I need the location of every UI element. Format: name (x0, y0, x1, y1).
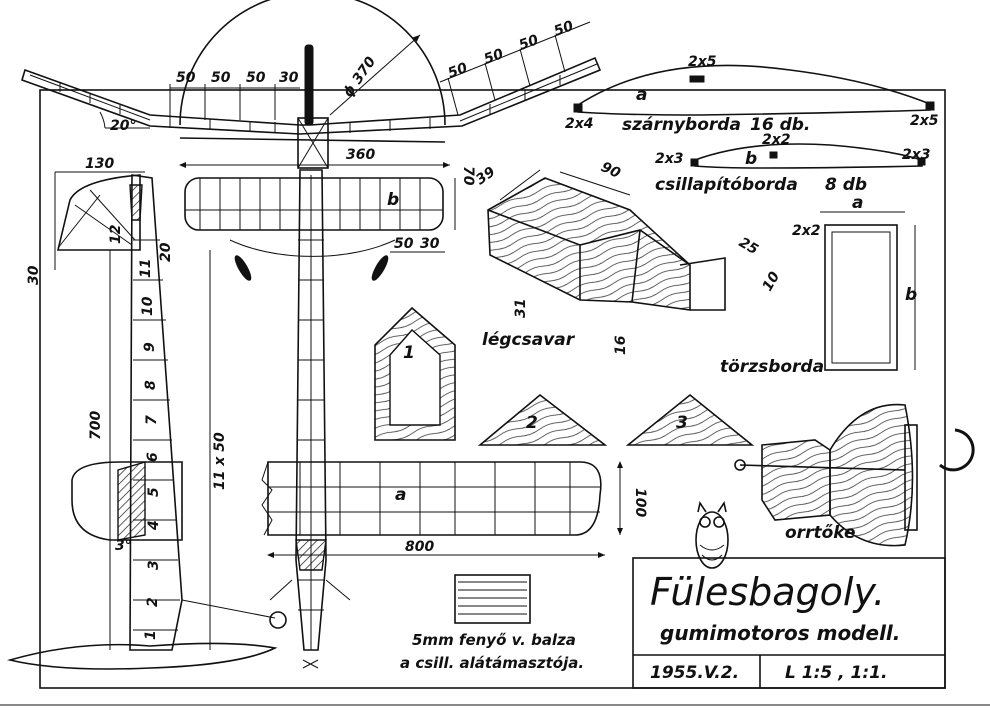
stab-rib-mark: b (745, 149, 757, 169)
frame-strip: 2x2 (792, 223, 821, 239)
stab-span: 360 (346, 147, 375, 163)
fuselage-length: 11 x 50 (212, 432, 228, 490)
frame-b: b (905, 285, 917, 305)
stab-rib-count: 8 db (825, 175, 867, 195)
svg-text:3: 3 (146, 560, 162, 570)
fin-width: 130 (85, 156, 114, 172)
prop-label: légcsavar (482, 330, 576, 350)
wing-mark: a (395, 485, 406, 505)
stab-tip1: 50 (394, 236, 414, 252)
main-wing-top-view: a 800 100 (261, 461, 648, 558)
wing-span: 800 (405, 539, 434, 555)
former-1: 1 (403, 343, 415, 363)
svg-text:6: 6 (145, 452, 161, 462)
owl-emblem (695, 500, 729, 569)
svg-text:7: 7 (144, 415, 160, 425)
title-date: 1955.V.2. (650, 663, 739, 683)
stab-chord: 70 (460, 166, 476, 186)
fuselage-top-view (269, 169, 351, 669)
prop-dim-25: 25 (736, 235, 761, 259)
fuselage-side-view: 130 30 20 700 11 x 50 3° (6, 156, 287, 670)
angle-dim: 3° (115, 538, 132, 554)
fin-height: 30 (26, 265, 42, 285)
wing-chord: 100 (632, 488, 648, 517)
wing-rib-mark: a (636, 85, 647, 105)
front-dims: 20° 50 50 50 30 50 50 50 50 ϕ 370 (110, 18, 576, 134)
frame-label: törzsborda (720, 357, 824, 377)
dim-left-3: 50 (246, 70, 266, 86)
svg-text:9: 9 (142, 342, 158, 352)
propeller-block: 39 90 25 10 31 16 légcsavar (473, 159, 783, 355)
svg-text:8: 8 (143, 380, 159, 390)
wing-rib-label: szárnyborda (622, 115, 741, 135)
nose-block: orrtőke (734, 403, 975, 547)
wing-rib-count: 16 db. (750, 115, 810, 135)
dim-right-4: 50 (552, 18, 576, 40)
svg-text:12: 12 (108, 225, 124, 244)
wing-rib-le: 2x4 (565, 116, 594, 132)
stab-rib-label: csillapítóborda (655, 175, 798, 195)
support-note-2: a csill. alátámasztója. (400, 654, 584, 672)
frame-a: a (852, 193, 863, 213)
prop-dim-16: 16 (613, 335, 629, 355)
formers: 1 2 3 (374, 306, 755, 446)
dim-right-3: 50 (517, 32, 541, 54)
dim-left-4: 30 (279, 70, 299, 86)
svg-text:4: 4 (146, 520, 162, 531)
dihedral-angle: 20° (110, 118, 136, 134)
length-dim: 700 (88, 411, 104, 440)
former-3: 3 (676, 413, 688, 433)
dim-right-1: 50 (446, 60, 470, 82)
title-block: Fülesbagoly. gumimotoros modell. 1955.V.… (632, 557, 946, 689)
prop-diameter: ϕ 370 (340, 54, 379, 100)
stab-rib-te: 2x3 (902, 147, 931, 163)
fuselage-frame: a b 2x2 törzsborda (720, 193, 917, 377)
front-view-wing (21, 0, 602, 169)
dim-right-2: 50 (482, 46, 506, 68)
dim-left-2: 50 (211, 70, 231, 86)
wing-rib-spar: 2x5 (688, 54, 717, 70)
prop-dim-10: 10 (760, 269, 784, 294)
svg-text:10: 10 (140, 296, 156, 316)
title-scale: L 1:5 , 1:1. (785, 663, 887, 683)
wing-rib-te: 2x5 (910, 113, 939, 129)
prop-dim-90: 90 (598, 159, 623, 182)
support-block: 5mm fenyő v. balza a csill. alátámasztój… (400, 574, 584, 672)
stab-rib: b 2x2 2x3 2x3 csillapítóborda 8 db (655, 132, 931, 195)
stab-rib-le: 2x3 (655, 151, 684, 167)
svg-text:2: 2 (145, 597, 161, 607)
nose-label: orrtőke (785, 523, 855, 543)
stabilizer-top-view: 360 70 b 50 30 (179, 147, 476, 281)
stab-tip2: 30 (420, 236, 440, 252)
support-note-1: 5mm fenyő v. balza (412, 631, 576, 649)
title-subtitle: gumimotoros modell. (660, 621, 900, 645)
stab-mark: b (387, 190, 399, 210)
frame-numbers: 12 11 10 9 8 7 6 5 4 3 2 1 (108, 225, 162, 640)
nose-dim: 20 (158, 242, 174, 262)
prop-dim-31: 31 (513, 299, 529, 318)
title-name: Fülesbagoly. (650, 570, 885, 614)
wing-rib: a 2x5 2x4 2x5 szárnyborda 16 db. (565, 54, 939, 135)
former-2: 2 (526, 413, 538, 433)
svg-text:5: 5 (146, 487, 162, 497)
svg-text:1: 1 (143, 630, 159, 640)
dim-left-1: 50 (176, 70, 196, 86)
stab-rib-spar: 2x2 (762, 132, 791, 148)
svg-text:11: 11 (138, 259, 154, 278)
